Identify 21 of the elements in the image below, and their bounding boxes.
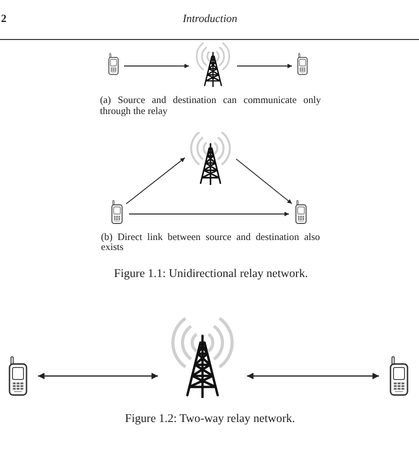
- arrow: [128, 212, 290, 216]
- subfigure-caption: (a) Source and destination can communicate only through the relay: [100, 94, 321, 116]
- phone-icon: [111, 200, 123, 224]
- subfigure-caption: (b) Direct link between source and destination also exists: [101, 232, 320, 254]
- double-headed-arrow: [247, 372, 379, 380]
- radio-tower-icon: [194, 41, 232, 87]
- double-headed-arrow: [38, 372, 158, 380]
- phone-icon: [295, 200, 307, 224]
- arrow: [126, 157, 186, 204]
- page-number: 2: [1, 13, 6, 26]
- arrow: [124, 64, 190, 68]
- phone-icon: [389, 356, 409, 396]
- phone-icon: [8, 356, 28, 396]
- phone-icon: [297, 53, 308, 75]
- radio-tower-icon: [188, 130, 233, 185]
- figure-caption: Figure 1.2: Two-way relay network.: [125, 410, 295, 424]
- figure-caption: Figure 1.1: Unidirectional relay network.: [114, 266, 308, 280]
- phone-icon: [108, 53, 119, 75]
- arrow: [236, 158, 292, 204]
- arrow: [236, 64, 292, 68]
- running-header: Introduction: [182, 13, 238, 26]
